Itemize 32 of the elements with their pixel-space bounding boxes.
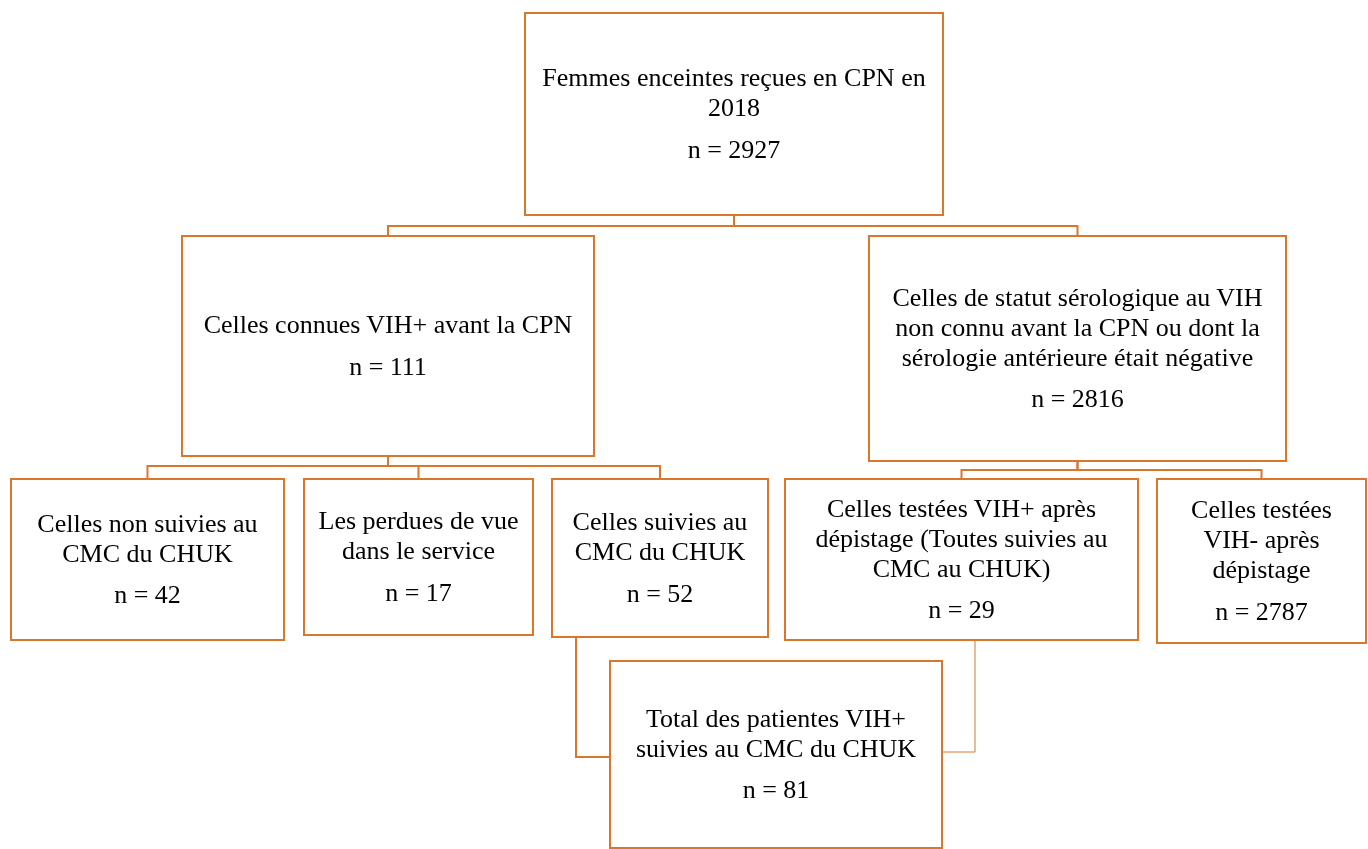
process-box — [181, 235, 595, 457]
count-label: n = 17 — [385, 577, 452, 608]
process-box — [784, 478, 1139, 641]
count-label: n = 81 — [742, 775, 810, 806]
process-box — [1156, 478, 1367, 644]
count-label: n = 2927 — [687, 134, 781, 165]
box-label: Celles testées VIH- après dépistage — [1190, 495, 1333, 585]
box-label: Celles connues VIH+ avant la CPN — [203, 310, 573, 340]
count-label: n = 29 — [928, 595, 995, 626]
process-box — [868, 235, 1287, 462]
connector-line — [387, 456, 661, 479]
box-label: Celles testées VIH+ après dépistage (Toutes suivies au CMC au CHUK) — [814, 493, 1109, 584]
connector-line — [942, 640, 976, 753]
count-label: n = 52 — [626, 578, 694, 609]
box-label: Celles de statut sérologique au VIH non connu avant la CPN ou dont la sérologie antérieure était négative — [891, 282, 1264, 373]
process-box — [303, 478, 534, 636]
box-label: Les perdues de vue dans le service — [317, 506, 520, 566]
process-box — [609, 660, 943, 849]
process-box — [10, 478, 285, 641]
count-label: n = 2816 — [1031, 384, 1124, 415]
connector-line — [1076, 461, 1263, 479]
process-box — [551, 478, 769, 638]
box-label: Femmes enceintes reçues en CPN en 2018 — [541, 63, 927, 123]
connector-line — [733, 215, 1079, 236]
connector-line — [575, 637, 610, 758]
box-label: Celles suivies au CMC du CHUK — [571, 507, 749, 567]
count-label: n = 2787 — [1215, 596, 1308, 627]
count-label: n = 42 — [114, 580, 181, 611]
box-label: Total des patientes VIH+ suivies au CMC du CHUK — [634, 703, 918, 764]
box-label: Celles non suivies au CMC du CHUK — [36, 508, 259, 569]
count-label: n = 111 — [349, 352, 427, 382]
process-box — [524, 12, 944, 216]
